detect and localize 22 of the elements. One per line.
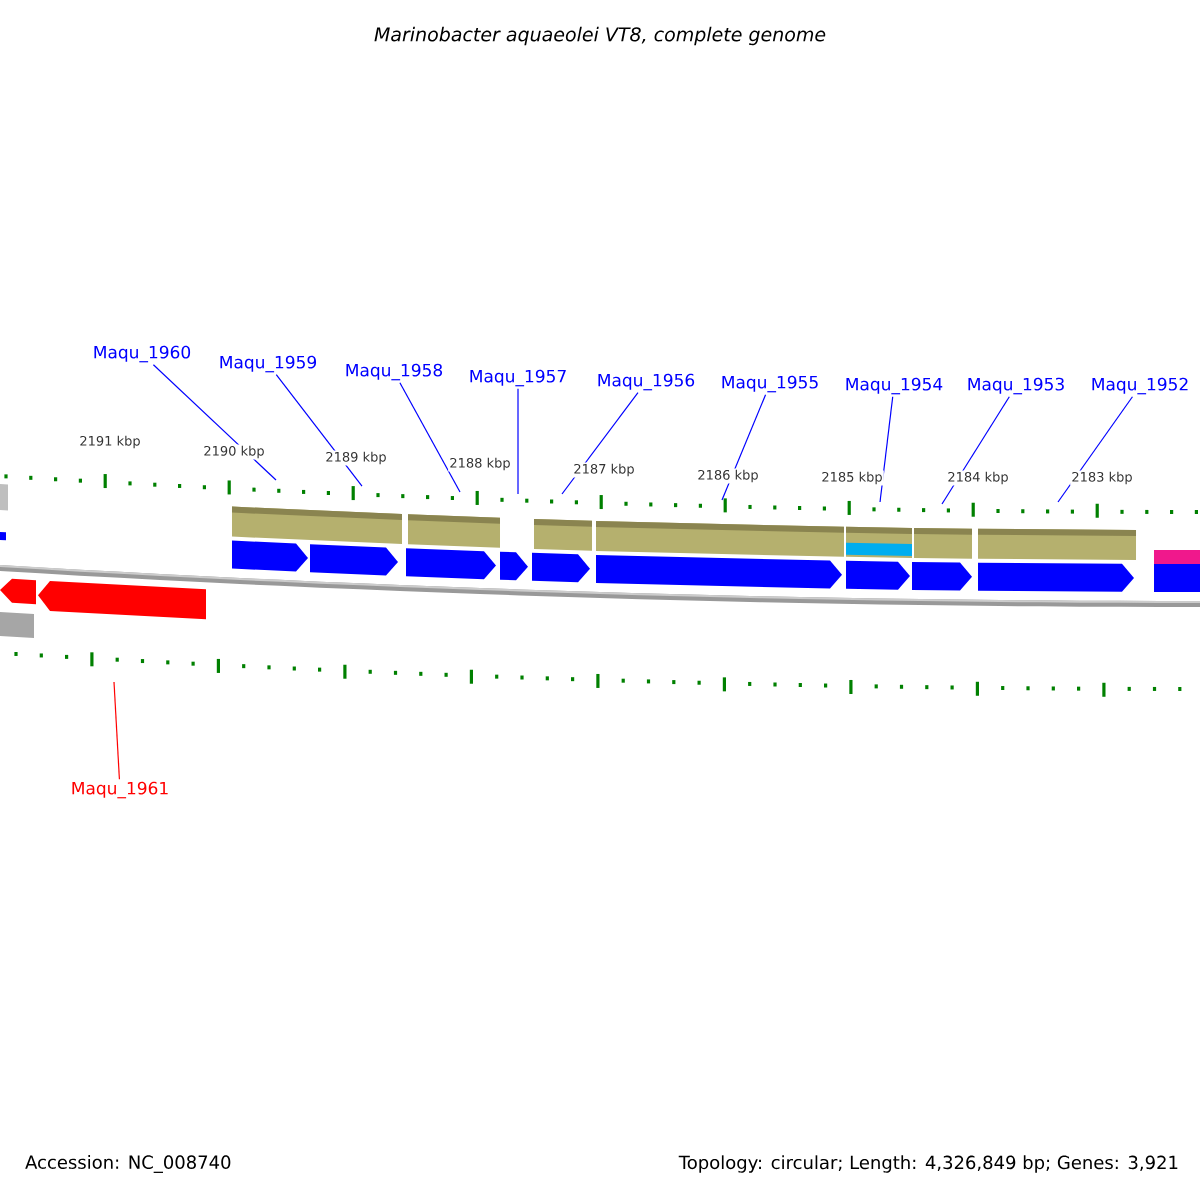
gene-label: Maqu_1952 [1092,377,1188,395]
leader-line [941,396,1010,505]
leader-line [879,396,894,503]
gene-label: Maqu_1957 [470,369,566,387]
leader-line [399,382,461,493]
gene-label: Maqu_1954 [846,377,943,395]
gene-label: Maqu_1953 [968,377,1064,395]
leader-line [113,681,120,780]
genome-info-text: Topology: circular; Length: 4,326,849 bp; Genes: 3,921 [678,1155,1178,1173]
gene-label: Maqu_1958 [346,363,443,381]
gene-label: Maqu_1956 [598,373,695,391]
gene-label: Maqu_1955 [722,375,818,393]
leader-line [152,364,277,481]
leader-line [517,388,519,495]
leader-line [1057,396,1134,503]
gene-label: Maqu_1960 [94,345,191,363]
leader-line [721,394,767,501]
leader-line [275,374,363,487]
gene-label: Maqu_1959 [220,355,316,373]
gene-label: Maqu_1961 [72,781,168,799]
title: Marinobacter aquaeolei VT8, complete genome [374,26,826,46]
accession-text: Accession: NC_008740 [25,1155,231,1173]
